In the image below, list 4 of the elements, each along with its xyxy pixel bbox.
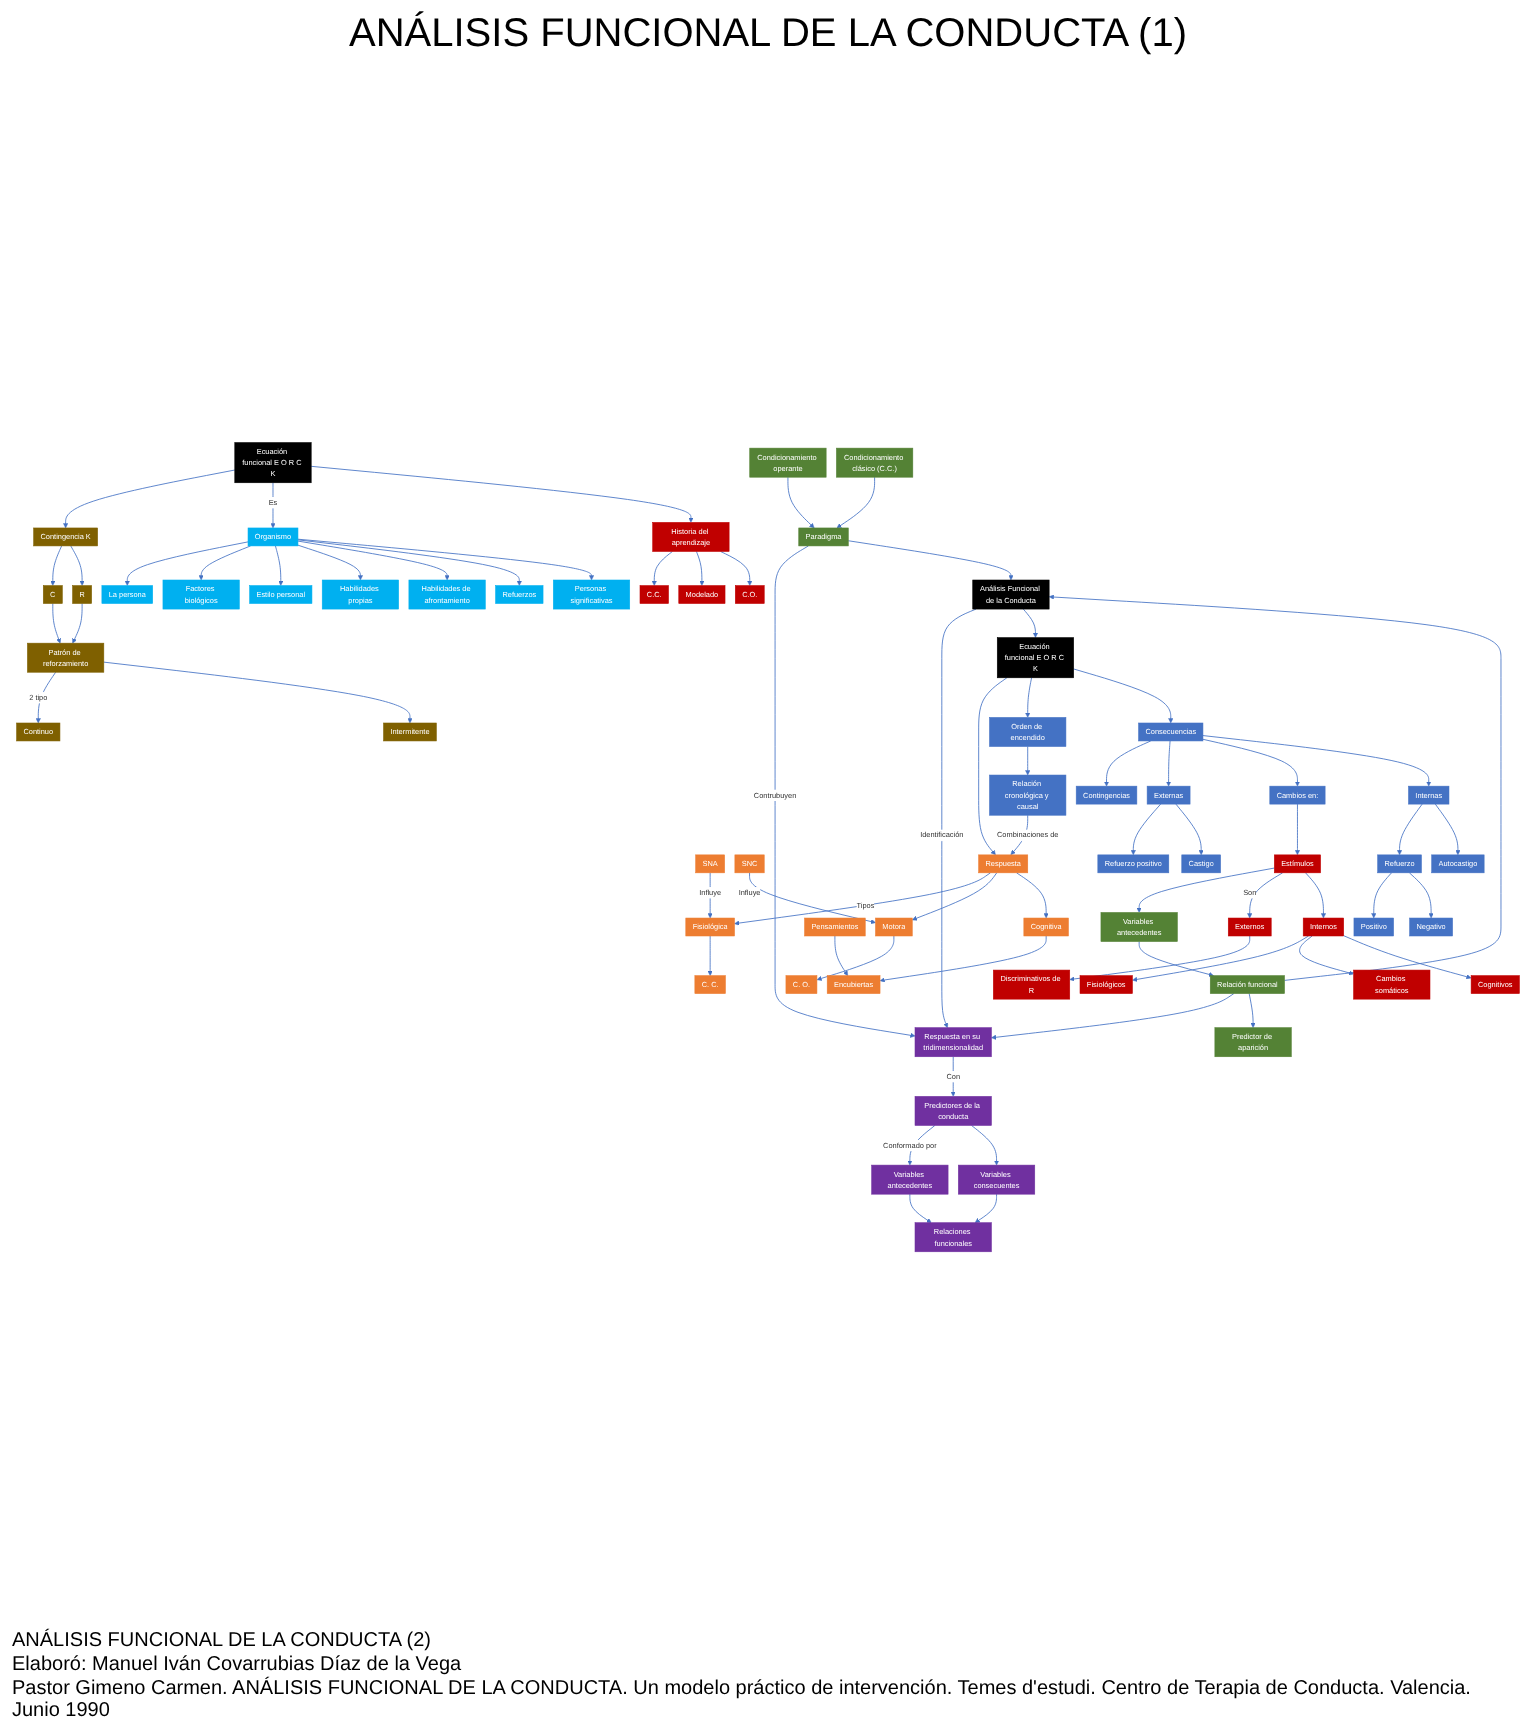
note-text: ANÁLISIS FUNCIONAL DE LA CONDUCTA (2) [12,1630,433,1652]
diagram-title: ANÁLISIS FUNCIONAL DE LA CONDUCTA (1) [349,12,1187,58]
note-text: Elaboró: Manuel Iván Covarrubias Díaz de la Vega [12,1654,464,1676]
note-text: Pastor Gimeno Carmen. ANÁLISIS FUNCIONAL DE LA CONDUCTA. Un modelo práctico de intervención. Temes d'estudi. Centro de Terapia de Conducta. Valencia. Junio 1990 [12,1678,1473,1722]
